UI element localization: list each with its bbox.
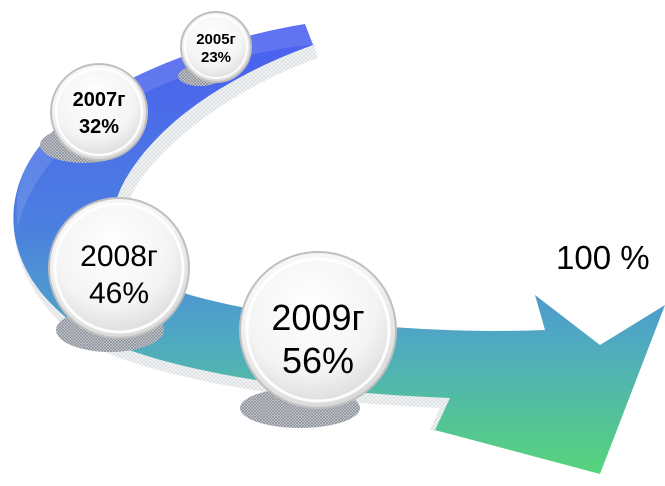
- curved-arrow: [13, 24, 665, 474]
- milestone-2009-year: 2009г: [271, 297, 364, 338]
- target-label: 100 %: [556, 239, 650, 276]
- milestone-2008-value: 46%: [89, 277, 149, 310]
- milestone-2005-value: 23%: [201, 49, 231, 66]
- milestone-2005: 2005г 23%: [180, 11, 252, 83]
- milestone-2007-year: 2007г: [73, 89, 126, 111]
- milestone-2007-value: 32%: [79, 116, 119, 138]
- milestone-2009-value: 56%: [282, 340, 354, 381]
- milestone-2007: 2007г 32%: [50, 63, 148, 161]
- milestone-2009: 2009г 56%: [239, 251, 397, 409]
- milestone-2005-year: 2005г: [196, 31, 236, 48]
- milestone-2008-year: 2008г: [80, 240, 158, 273]
- milestone-2008: 2008г 46%: [48, 197, 190, 339]
